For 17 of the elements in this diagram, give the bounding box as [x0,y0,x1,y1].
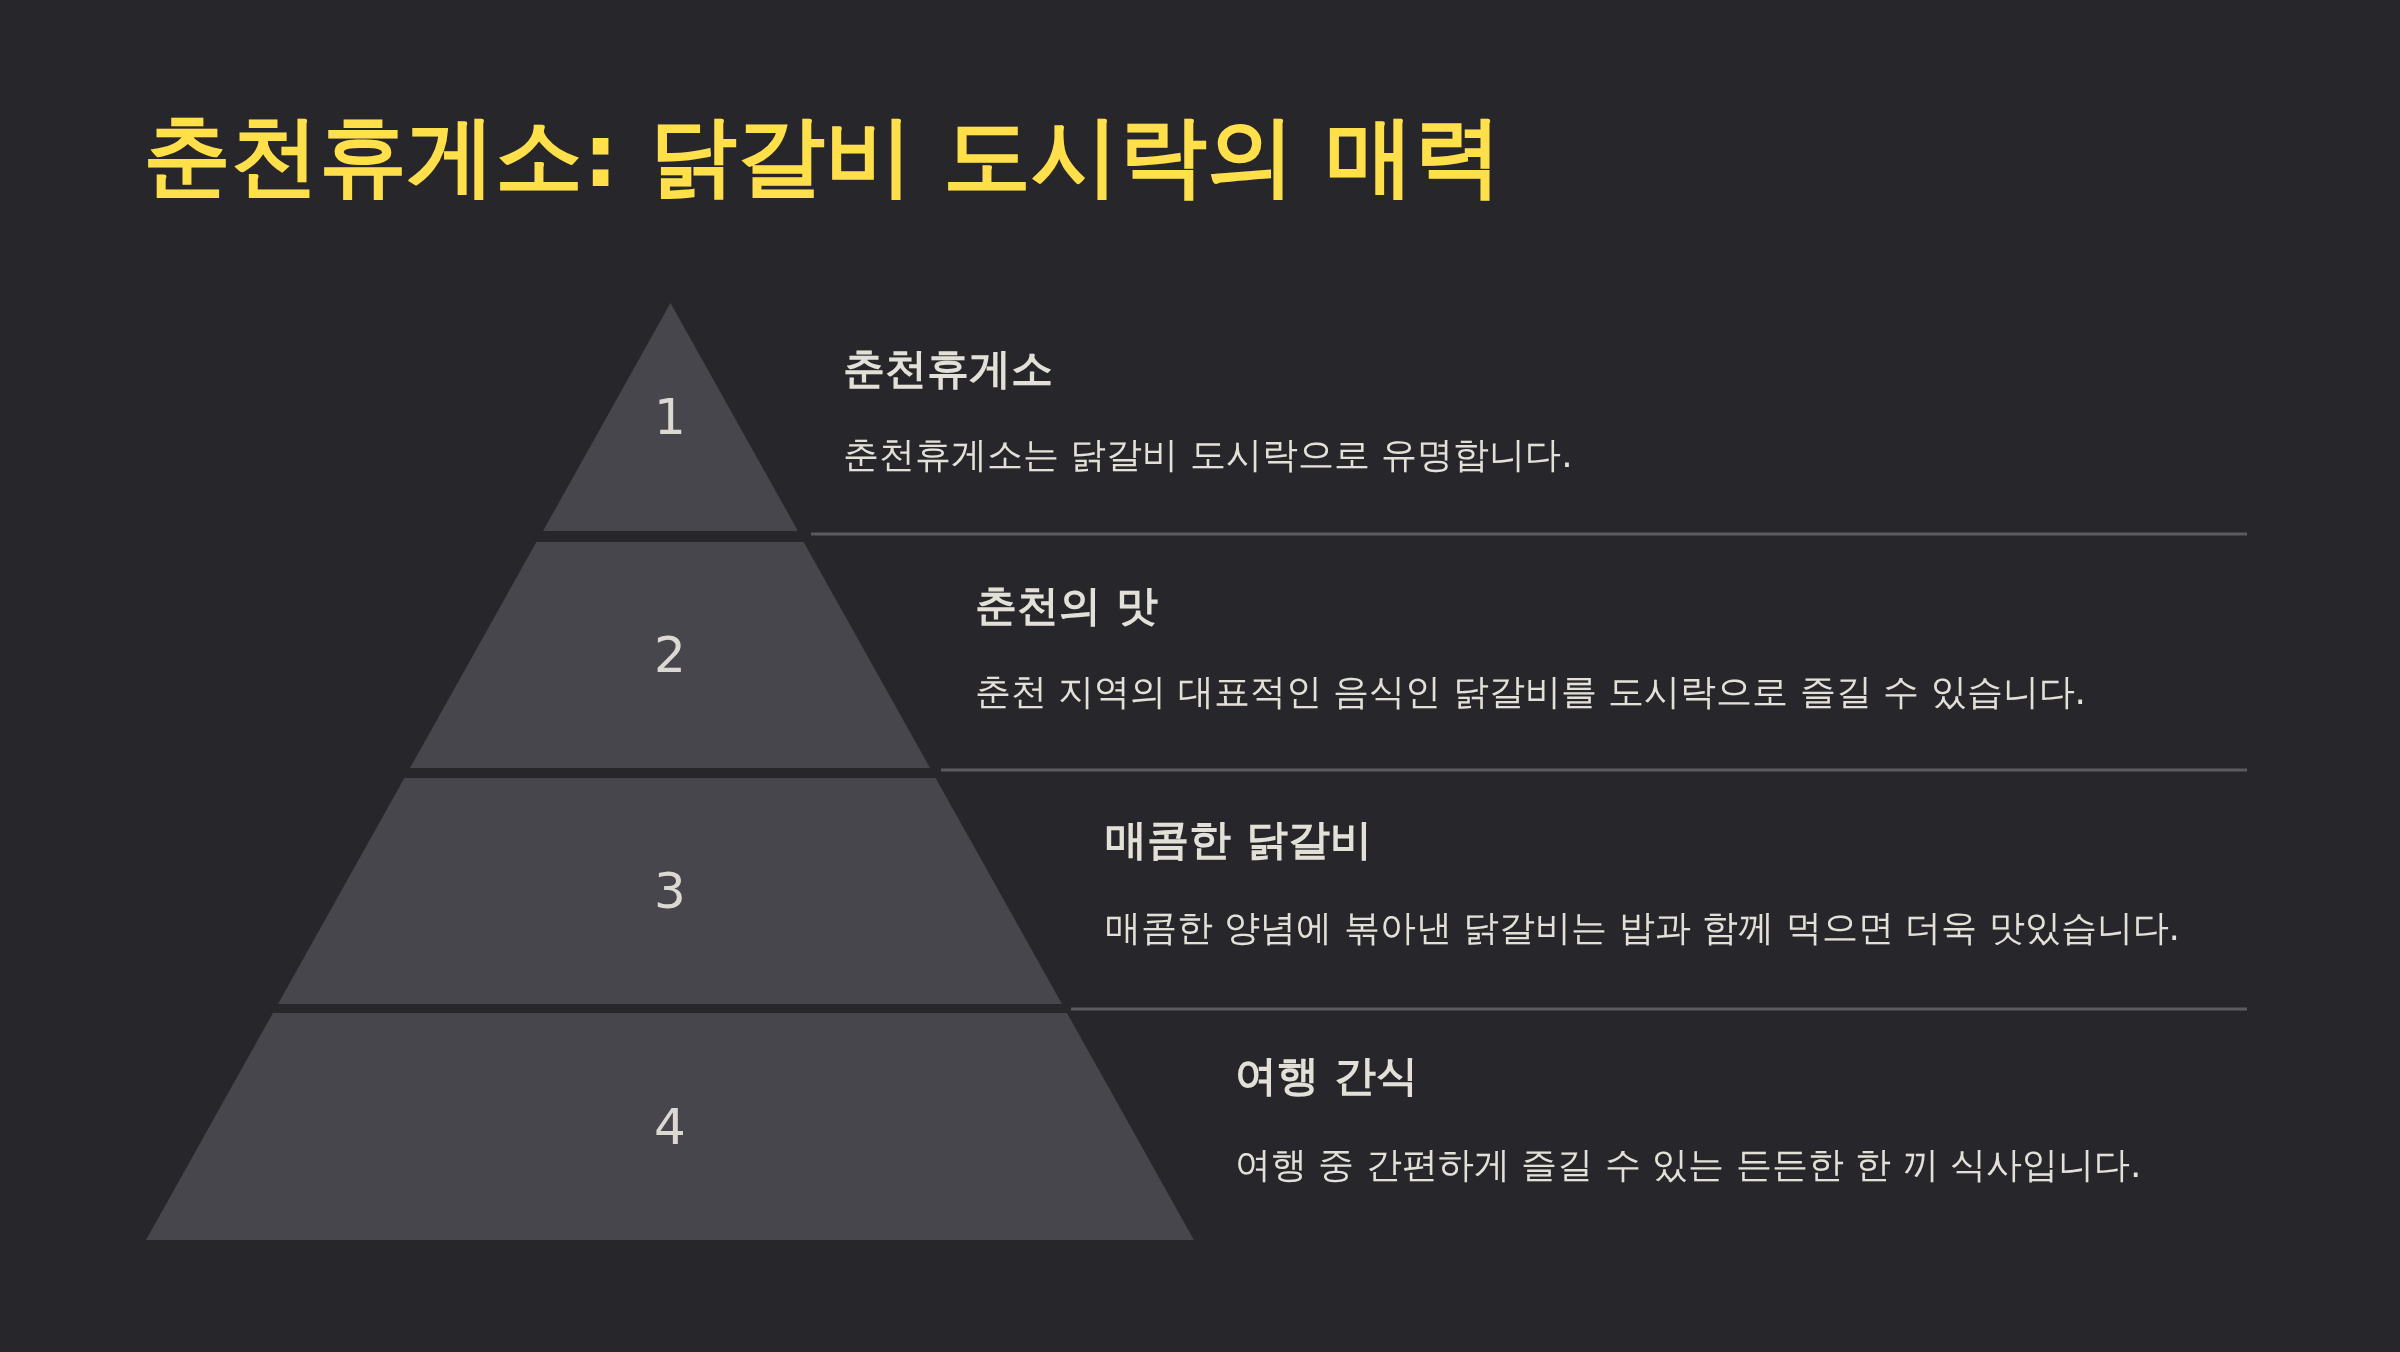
tier-number: 1 [654,392,686,442]
pyramid-tier [278,778,1062,1004]
pyramid-tier [409,542,930,768]
tier-description: 춘천 지역의 대표적인 음식인 닭갈비를 도시락으로 즐길 수 있습니다. [975,670,2086,714]
tier-heading: 매콤한 닭갈비 [1105,814,1372,866]
tier-number: 4 [654,1101,686,1152]
tier-heading: 춘천휴게소 [843,343,1053,395]
tier-heading: 여행 간식 [1235,1050,1418,1102]
pyramid-tier [542,303,798,531]
tier-description: 여행 중 간편하게 즐길 수 있는 든든한 한 끼 식사입니다. [1235,1143,2142,1187]
title: 춘천휴게소: 닭갈비 도시락의 매력 [143,108,1503,205]
tier-number: 2 [654,630,686,680]
tier-number: 3 [654,866,686,916]
tier-heading: 춘천의 맛 [975,580,1158,632]
tier-description: 춘천휴게소는 닭갈비 도시락으로 유명합니다. [843,433,1573,477]
pyramid-tier [146,1013,1194,1240]
tier-description: 매콤한 양념에 볶아낸 닭갈비는 밥과 함께 먹으면 더욱 맛있습니다. [1105,906,2180,950]
